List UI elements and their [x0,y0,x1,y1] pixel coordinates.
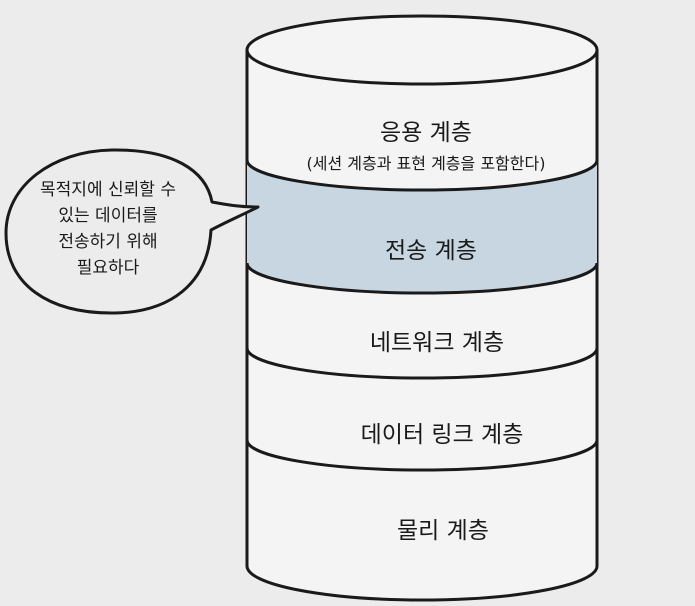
physical-layer-label: 물리 계층 [397,518,489,544]
divider-datalink-physical [245,439,599,472]
transport-layer-band [247,160,597,293]
datalink-layer-label: 데이터 링크 계층 [361,422,524,448]
application-layer-sublabel: (세션 계층과 표현 계층을 포함한다) [307,154,546,173]
divider-application-transport [245,159,599,192]
callout-line-4: 필요하다 [77,258,140,278]
cylinder-top [245,14,599,86]
callout-line-1: 목적지에 신뢰할 수 [40,180,176,200]
callout-line-3: 전송하기 위해 [58,232,157,252]
callout-line-2: 있는 데이터를 [58,206,157,226]
callout-bubble [4,148,260,315]
divider-transport-network [245,262,599,295]
divider-network-datalink [245,347,599,380]
transport-layer-label: 전송 계층 [385,238,477,264]
network-layer-label: 네트워크 계층 [370,330,504,356]
application-layer-label: 응용 계층 [380,120,472,146]
